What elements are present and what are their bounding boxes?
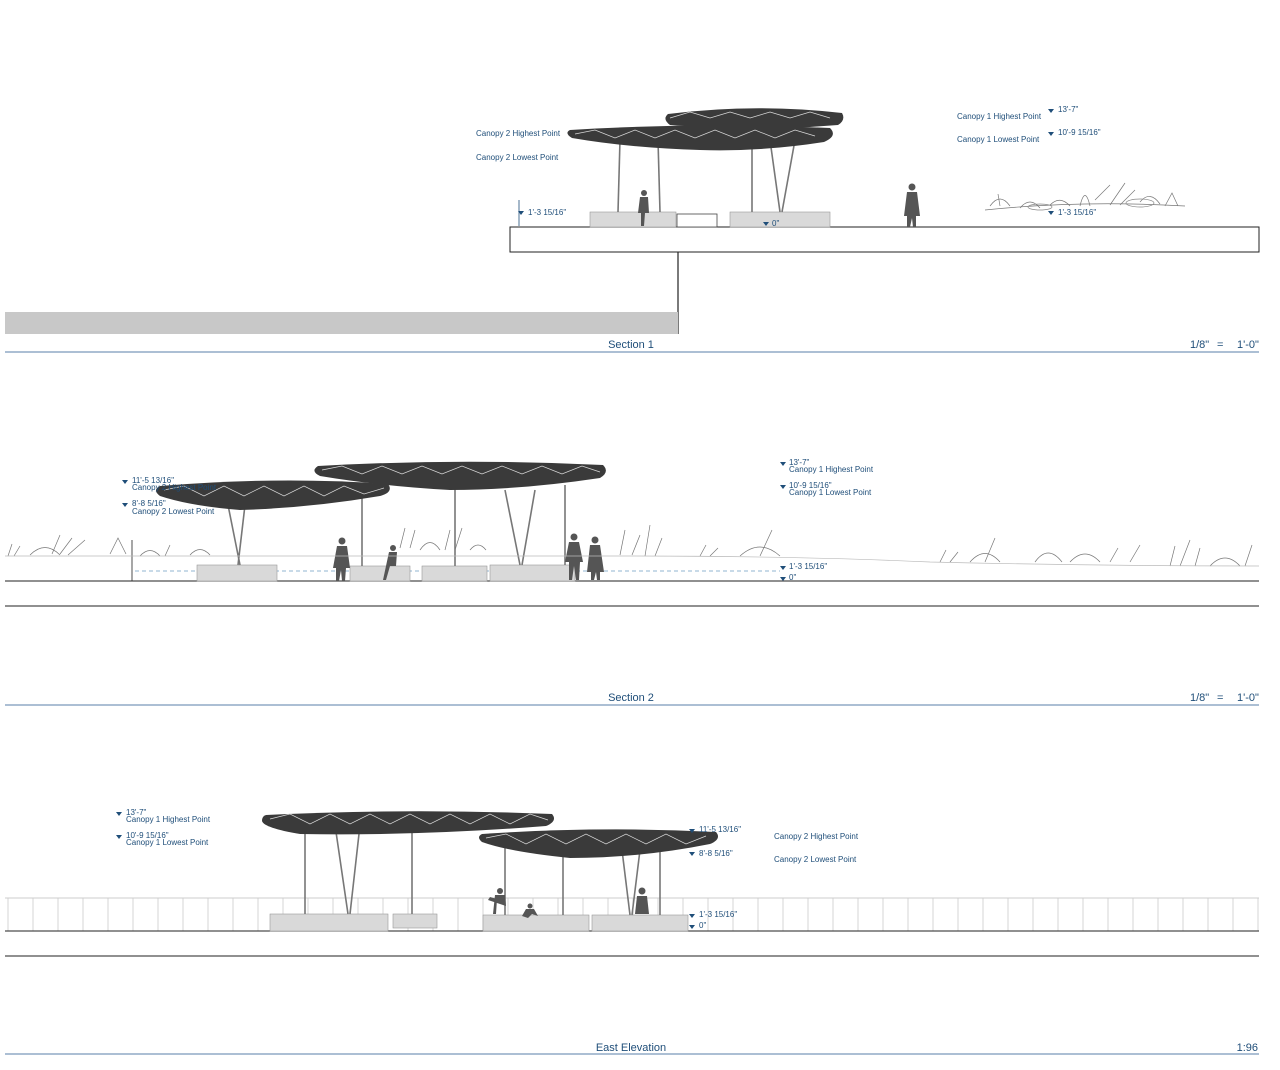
drawing-title: East Elevation [596, 1042, 666, 1054]
elevation-label: 10'-9 15/16" [789, 481, 832, 490]
canopy-base [196, 564, 278, 582]
level-marker [1048, 132, 1054, 136]
level-marker [763, 222, 769, 226]
canopy-column [617, 139, 621, 213]
elevation-label: 0" [789, 573, 796, 582]
canopy-base [729, 211, 831, 228]
drawing-title: Section 2 [608, 692, 654, 704]
canopy-1 [262, 811, 554, 835]
elevation-label: 13'-7" [126, 808, 147, 817]
platform-slab [509, 226, 1260, 253]
person-figure [587, 536, 604, 580]
level-marker [518, 211, 524, 215]
person-figure [638, 190, 649, 226]
canopy-base [591, 914, 689, 932]
canopy-base [349, 565, 411, 582]
person-figure [904, 183, 920, 227]
canopy1-lowest-label: Canopy 1 Lowest Point [957, 135, 1040, 144]
level-marker [1048, 211, 1054, 215]
person-figure [565, 533, 583, 580]
east-elevation: 13'-7" Canopy 1 Highest Point 10'-9 15/1… [5, 808, 1259, 1055]
canopy-2 [567, 125, 833, 151]
scale-right: 1'-0" [1237, 692, 1259, 704]
canopy-1 [665, 108, 844, 129]
canopy-column [769, 139, 781, 213]
drawing-title: Section 1 [608, 339, 654, 351]
canopy-base [269, 913, 389, 932]
elevation-label: 1'-3 15/16" [1058, 208, 1096, 217]
vegetation [984, 182, 1186, 211]
person-figure [333, 537, 350, 581]
scale-left: 1/8" [1190, 339, 1209, 351]
canopy2-highest-label: Canopy 2 Highest Point [476, 129, 561, 138]
scale-equals: = [1217, 692, 1223, 704]
canopy-base [392, 913, 438, 929]
elevation-label: 1'-3 15/16" [528, 208, 566, 217]
elevation-label: 1'-3 15/16" [789, 562, 827, 571]
canopy2-highest-label: Canopy 2 Highest Point [132, 483, 217, 492]
canopy2-lowest-label: Canopy 2 Lowest Point [774, 855, 857, 864]
elevation-label: 13'-7" [789, 458, 810, 467]
elevation-label: 10'-9 15/16" [126, 831, 169, 840]
scale-right: 1'-0" [1237, 339, 1259, 351]
section-2: 11'-5 13/16" Canopy 2 Highest Point 8'-8… [5, 458, 1260, 706]
vegetation [5, 524, 1260, 567]
elevation-label: 10'-9 15/16" [1058, 128, 1101, 137]
scale-ratio: 1:96 [1237, 1042, 1258, 1054]
canopy1-lowest-label: Canopy 1 Lowest Point [789, 488, 872, 497]
elevation-label: 13'-7" [1058, 105, 1079, 114]
elevation-label: 8'-8 5/16" [699, 849, 733, 858]
canopy2-highest-label: Canopy 2 Highest Point [774, 832, 859, 841]
scale-left: 1/8" [1190, 692, 1209, 704]
canopy1-highest-label: Canopy 1 Highest Point [126, 815, 211, 824]
canopy-2 [156, 480, 390, 510]
person-figure [635, 887, 649, 914]
canopy-column [657, 139, 661, 213]
section-1: Canopy 2 Highest Point Canopy 2 Lowest P… [5, 105, 1260, 353]
canopy-1 [314, 461, 606, 490]
canopy1-highest-label: Canopy 1 Highest Point [789, 465, 874, 474]
canopy-base [421, 565, 488, 582]
canopy-base [489, 564, 576, 582]
canopy-column [781, 139, 796, 213]
fence [5, 897, 1259, 931]
level-marker [1048, 109, 1054, 113]
elevation-label: 0" [699, 921, 706, 930]
elevation-label: 11'-5 13/16" [132, 476, 174, 485]
elevation-label: 11'-5 13/16" [699, 825, 741, 834]
canopy1-lowest-label: Canopy 1 Lowest Point [126, 838, 209, 847]
canopy1-highest-label: Canopy 1 Highest Point [957, 112, 1042, 121]
person-figure [522, 903, 538, 918]
scale-equals: = [1217, 339, 1223, 351]
canopy-2 [479, 829, 718, 858]
elevation-label: 8'-8 5/16" [132, 499, 166, 508]
lower-ground-fill [5, 312, 678, 334]
person-figure [488, 888, 506, 914]
elevation-label: 1'-3 15/16" [699, 910, 737, 919]
canopy-base [589, 211, 677, 228]
bench [676, 213, 718, 228]
elevation-label: 0" [772, 219, 779, 228]
canopy2-lowest-label: Canopy 2 Lowest Point [476, 153, 559, 162]
canopy-base [482, 914, 590, 932]
canopy2-lowest-label: Canopy 2 Lowest Point [132, 507, 215, 516]
person-figure [383, 545, 397, 580]
